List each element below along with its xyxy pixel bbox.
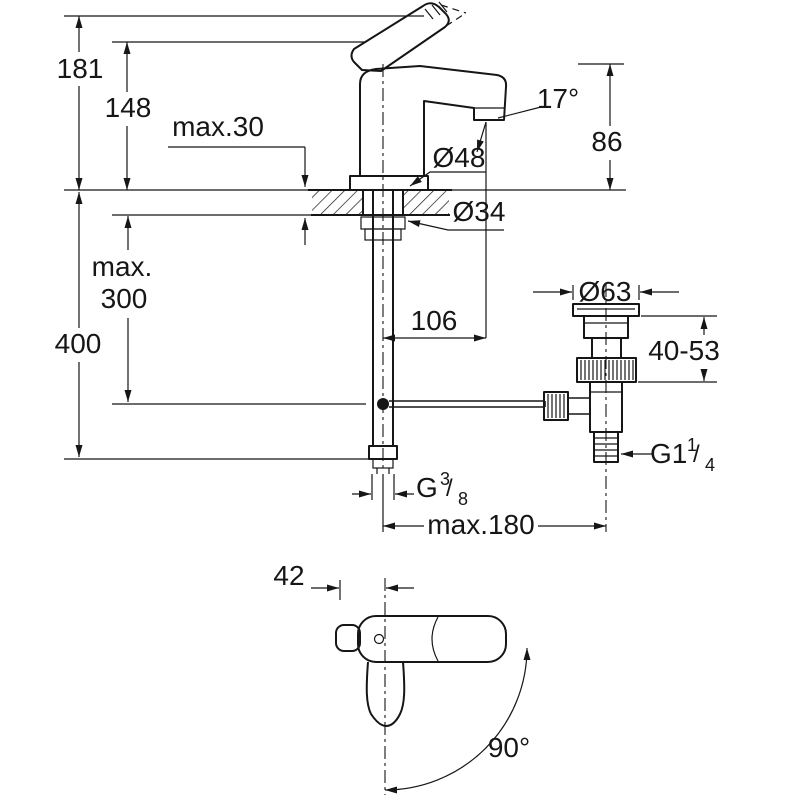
label-spout-height: 86 [591, 126, 622, 157]
label-height-total: 181 [57, 53, 104, 84]
labels: 181 148 max.30 17° 86 Ø48 Ø34 max. 300 4… [55, 53, 720, 763]
dim-g3-8 [352, 474, 414, 500]
deck-hatch-left [312, 191, 362, 214]
faucet-body-spout [359, 65, 508, 177]
drain-assembly [543, 284, 640, 532]
deck-hatch-right [404, 191, 449, 214]
mounting-nut [364, 228, 402, 241]
lever-handle [350, 2, 450, 72]
dim-dia48 [409, 171, 486, 187]
supply-thread-slash: / [446, 475, 453, 502]
waste-thread-sup: 1 [687, 435, 697, 455]
dim-400 [64, 192, 396, 460]
label-waste-adjust: 40-53 [648, 335, 720, 366]
lever-tip-dashed [440, 4, 467, 27]
supply-thread-base: G [416, 472, 438, 503]
popup-rod [377, 398, 546, 410]
label-waste-flange: Ø63 [579, 276, 632, 307]
label-supply-thread: G 3 / 8 [416, 469, 468, 509]
mounting-deck [64, 189, 626, 216]
label-spout-reach: 106 [411, 305, 458, 336]
horizontal-rod [389, 400, 546, 408]
plan-pivot [373, 633, 385, 645]
lever-tip-hatch [424, 1, 448, 20]
nut-knurling [580, 360, 634, 380]
label-waste-thread: G1 1 / 4 [650, 435, 715, 475]
label-spout-angle: 17° [537, 83, 579, 114]
faucet-front-view [349, 1, 508, 472]
dim-dia63 [533, 285, 679, 300]
waste-thread-sub: 4 [705, 455, 715, 475]
plan-spout-tip [335, 624, 361, 652]
lever-port [567, 397, 590, 415]
label-hole-dia: Ø34 [453, 196, 506, 227]
waste-thread-base: G1 [650, 438, 687, 469]
label-length-total: 400 [55, 328, 102, 359]
label-supply-max-2: 300 [101, 283, 148, 314]
dim-181 [64, 15, 424, 190]
label-backgrounds [50, 52, 722, 542]
label-plan-offset: 42 [273, 560, 304, 591]
faucet-plan-view [335, 578, 507, 795]
rod-knob [543, 391, 569, 421]
knob-knurling [547, 394, 565, 418]
supply-shanks [372, 190, 394, 446]
label-swing-angle: 90° [488, 732, 530, 763]
dim-90deg [384, 647, 531, 794]
supply-thread-sup: 3 [440, 469, 450, 489]
hose-tails [376, 468, 390, 474]
label-deck-max: max.30 [172, 111, 264, 142]
dim-max30 [168, 146, 309, 245]
swing-arc [384, 647, 531, 794]
waste-thread-slash: / [693, 441, 700, 468]
faucet-base [349, 175, 429, 191]
label-supply-max-1: max. [92, 251, 153, 282]
dim-dia34 [407, 220, 504, 231]
label-base-dia: Ø48 [433, 142, 486, 173]
label-height-body: 148 [105, 92, 152, 123]
dim-42 [311, 580, 414, 600]
label-reach-max: max.180 [427, 509, 534, 540]
supply-thread-sub: 8 [458, 489, 468, 509]
plan-handle-divider [431, 616, 439, 662]
ball-joint [377, 398, 389, 410]
